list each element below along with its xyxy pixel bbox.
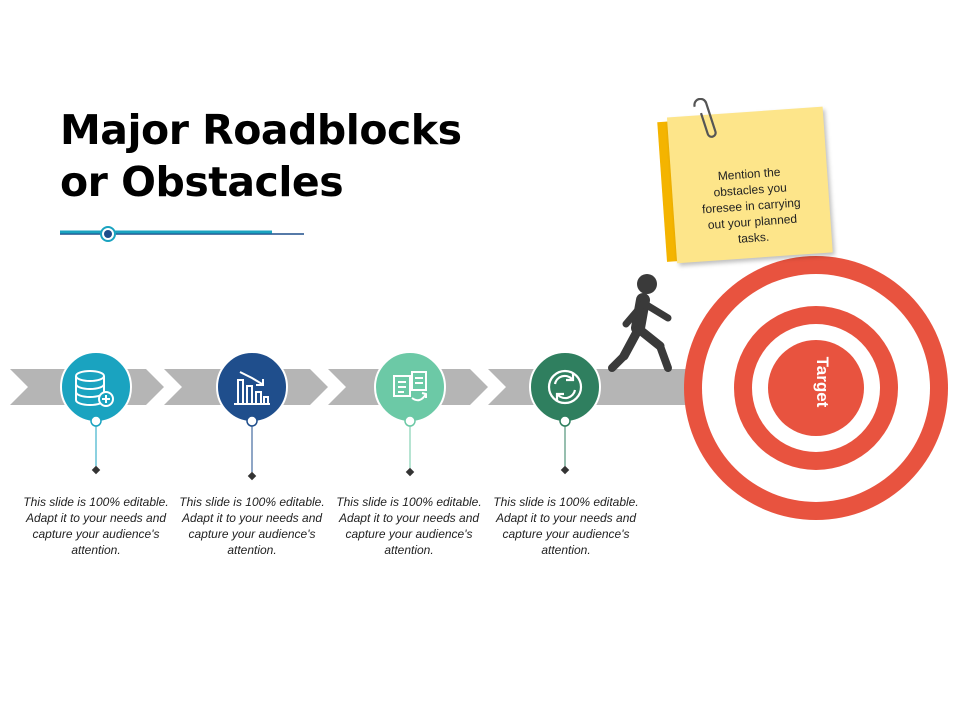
documents-exchange-icon: [393, 371, 427, 402]
refresh-icon: [547, 369, 583, 405]
walking-person-icon: [608, 274, 672, 372]
step-4-node: [529, 351, 601, 475]
target-bullseye: [684, 256, 948, 520]
step-2-node: [216, 351, 288, 481]
paperclip-icon: [693, 98, 717, 138]
step-3-description: This slide is 100% editable. Adapt it to…: [336, 495, 482, 557]
title-line-2: or Obstacles: [60, 158, 344, 206]
step-2-description: This slide is 100% editable. Adapt it to…: [179, 495, 325, 557]
step-1-node: [60, 351, 132, 475]
step-3-node: [374, 351, 446, 477]
step-4-description: This slide is 100% editable. Adapt it to…: [493, 495, 639, 557]
title-underline: [60, 226, 304, 242]
bar-chart-decline-icon: [234, 371, 270, 405]
sticky-note-text: Mention the obstacles you foresee in car…: [701, 164, 802, 246]
sticky-note: Mention the obstacles you foresee in car…: [657, 106, 835, 268]
database-add-icon: [75, 370, 114, 407]
page-title: Major Roadblocks or Obstacles: [60, 104, 462, 208]
target-label: Target: [813, 356, 832, 408]
step-1-description: This slide is 100% editable. Adapt it to…: [23, 495, 169, 557]
title-line-1: Major Roadblocks: [60, 106, 462, 154]
